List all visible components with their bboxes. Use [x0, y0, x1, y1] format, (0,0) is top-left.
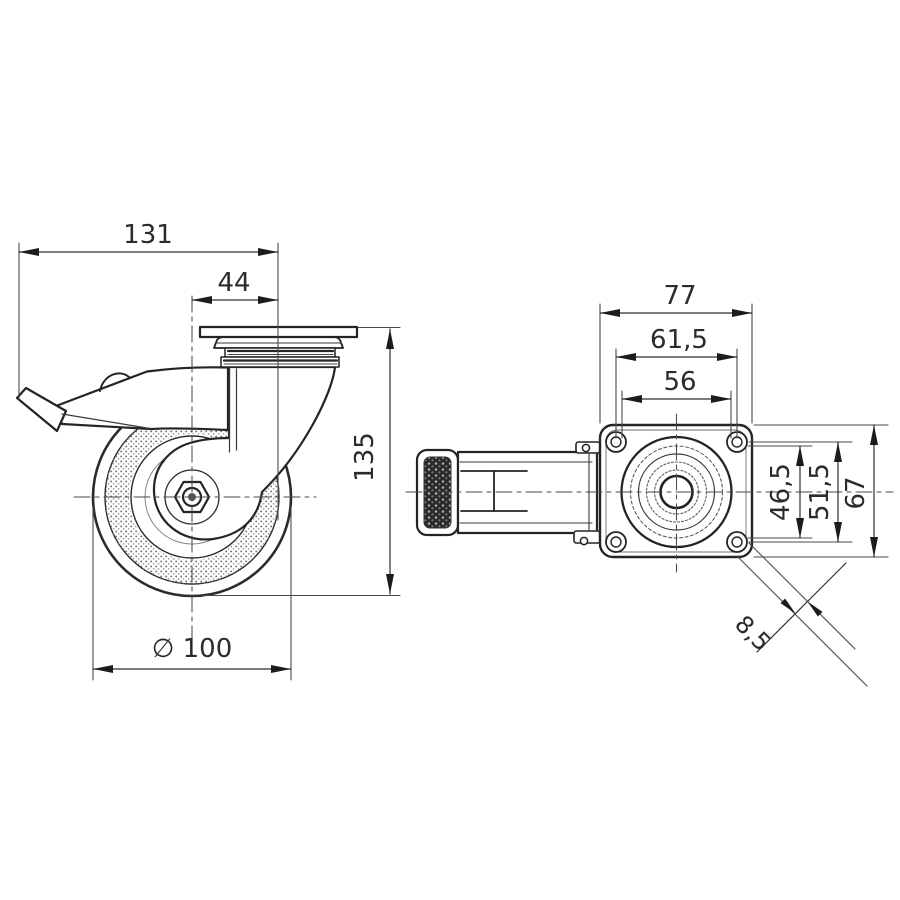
- dimension-overall-height: 135: [202, 326, 401, 597]
- dim-bolt-pitch-short-min-label: 46,5: [766, 463, 796, 521]
- dim-swivel-offset-label: 44: [217, 268, 250, 298]
- dimension-bolt-pitch-short-min: 46,5: [747, 445, 813, 539]
- bolt-holes: [605, 431, 748, 553]
- side-view-centerlines: [73, 295, 317, 645]
- top-view-centerlines: [405, 413, 894, 573]
- dim-overall-length-label: 131: [123, 220, 173, 250]
- dim-overall-height-label: 135: [350, 432, 380, 482]
- dimension-wheel-diameter: ∅ 100: [92, 505, 292, 681]
- pedal-spring-slot: [460, 470, 528, 512]
- dimension-bolt-pitch-long-max: 61,5: [615, 325, 738, 439]
- dim-bolt-pitch-short-max-label: 51,5: [805, 463, 835, 521]
- brake-lever: [15, 366, 230, 433]
- dimension-overall-length: 131: [18, 220, 279, 521]
- dim-bolt-pitch-long-max-label: 61,5: [650, 325, 708, 355]
- dim-plate-length-label: 77: [663, 281, 696, 311]
- dimension-bolt-pitch-long-min: 56: [621, 367, 732, 439]
- raceway-lower: [220, 356, 340, 368]
- dim-bolt-pitch-long-min-label: 56: [663, 367, 696, 397]
- mounting-plate: [598, 423, 754, 559]
- raceway-upper: [224, 347, 336, 358]
- dimension-plate-length: 77: [599, 281, 753, 424]
- dimension-plate-width: 67: [753, 424, 889, 558]
- dim-wheel-diameter-label: ∅ 100: [152, 634, 233, 664]
- side-view: 131 44 135 ∅ 100: [15, 220, 401, 681]
- top-view: 77 61,5 56 46,5 51,5: [405, 281, 894, 687]
- lever-hump: [99, 372, 131, 392]
- dimension-swivel-offset: 44: [191, 268, 279, 304]
- dimension-bolt-pitch-short-max: 51,5: [748, 441, 853, 543]
- dim-plate-width-label: 67: [841, 476, 871, 509]
- brake-pedal-tip: [15, 386, 68, 433]
- brake-pedal-plan: [415, 441, 601, 546]
